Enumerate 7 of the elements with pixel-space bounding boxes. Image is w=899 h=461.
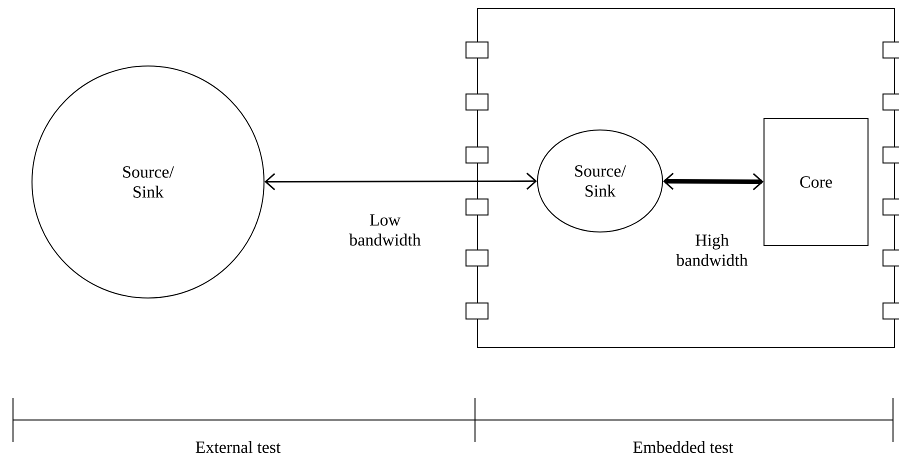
arrow [663, 172, 764, 190]
core-box: Core [764, 118, 868, 246]
edge-label: High bandwidth [666, 233, 758, 267]
section-label: Embedded test [633, 441, 734, 453]
section-label: External test [196, 441, 281, 453]
edge-label: Low bandwidth [339, 213, 431, 247]
arrow [264, 172, 537, 190]
